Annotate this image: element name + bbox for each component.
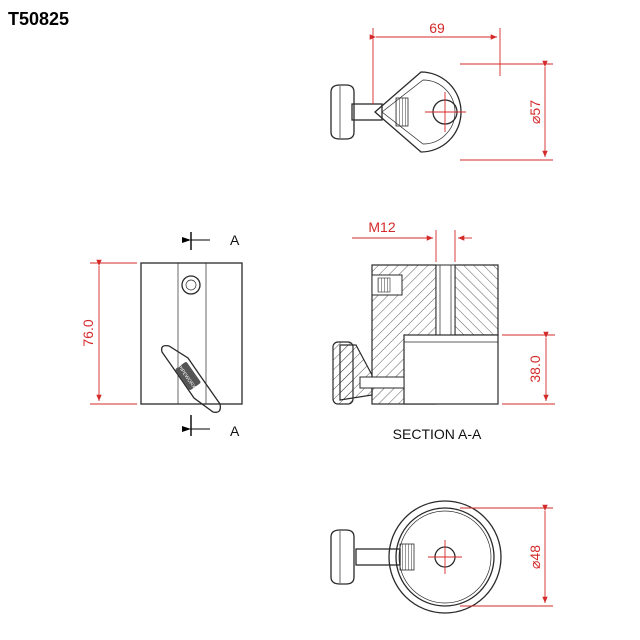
bottom-outer-circle (388, 500, 502, 614)
dim-76: 76.0 (80, 319, 96, 346)
knob-top (330, 84, 355, 140)
knob-bottom (330, 529, 355, 585)
dim-diameter-48: ⌀48 (527, 545, 543, 569)
section-marker-bottom: A (230, 423, 240, 439)
front-view: PIPEWORX A A 76.0 (80, 232, 243, 439)
dim-diameter-57: ⌀57 (527, 100, 543, 124)
section-wall-right (454, 264, 499, 336)
wing-handle (161, 344, 221, 413)
section-marker-top: A (230, 232, 240, 248)
dim-m12: M12 (368, 219, 395, 235)
body-outline (140, 262, 243, 405)
thread-knurl (395, 97, 409, 127)
part-number-title: T50825 (8, 9, 70, 29)
bottom-view: ⌀48 (330, 500, 553, 614)
section-view: M12 38.0 SECTION A-A (332, 219, 555, 442)
dim-69: 69 (429, 20, 445, 36)
section-caption: SECTION A-A (393, 426, 482, 442)
dim-38: 38.0 (527, 355, 543, 382)
top-view: 69 ⌀57 (330, 20, 553, 161)
section-bore (403, 334, 499, 405)
screw-head (181, 275, 201, 295)
